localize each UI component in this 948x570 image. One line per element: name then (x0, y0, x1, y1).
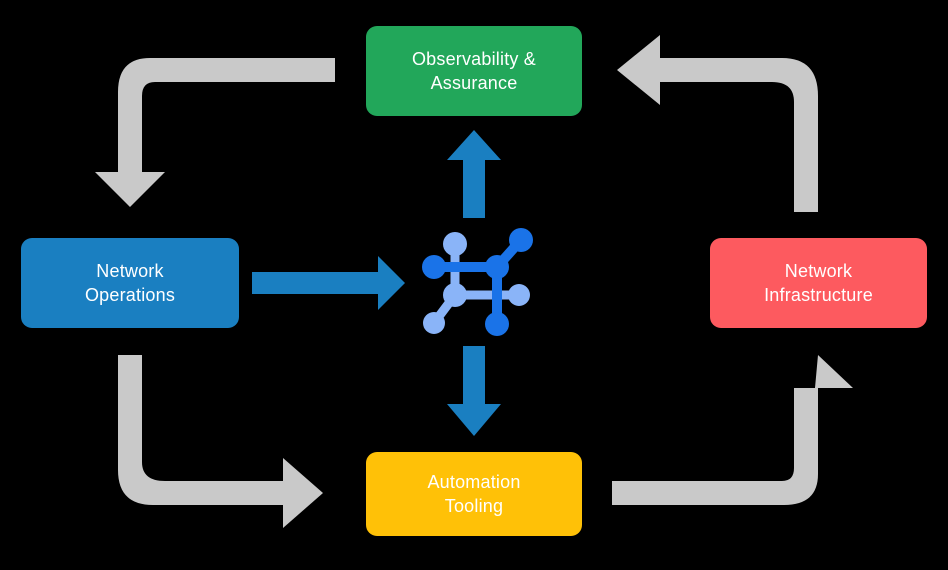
connector-observability-to-operations (95, 58, 335, 207)
connector-center-to-automation (447, 346, 501, 436)
connector-automation-to-infrastructure (612, 355, 853, 505)
node-network-operations[interactable]: Network Operations (21, 238, 239, 328)
node-network-infrastructure[interactable]: Network Infrastructure (710, 238, 927, 328)
connector-infrastructure-to-observability (617, 35, 818, 212)
connector-operations-to-automation (118, 355, 323, 528)
connector-operations-to-center (252, 256, 405, 310)
node-observability-assurance[interactable]: Observability & Assurance (366, 26, 582, 116)
connector-center-to-observability (447, 130, 501, 218)
node-automation-tooling[interactable]: Automation Tooling (366, 452, 582, 536)
